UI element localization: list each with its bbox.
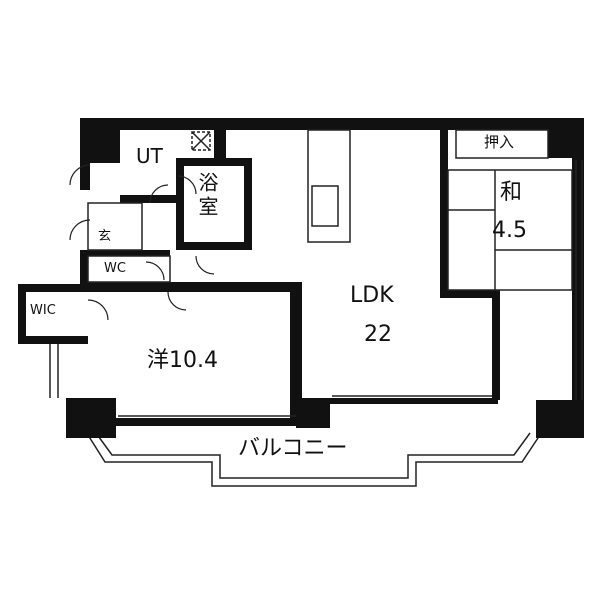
room-label-entrance: 玄: [98, 229, 112, 244]
balcony-outline: [87, 432, 541, 487]
room-label-western: 洋10.4: [147, 348, 218, 373]
room-label-wic: WIC: [30, 303, 56, 318]
doors: [69, 164, 215, 321]
walls: [18, 118, 584, 438]
room-label-wc: WC: [104, 261, 126, 276]
room-label-balcony: バルコニー: [238, 436, 348, 461]
thin-lines: [49, 129, 583, 417]
room-label-japanese-size: 4.5: [492, 218, 527, 243]
room-label-bath: 浴室: [195, 172, 219, 220]
room-label-closet: 押入: [484, 133, 515, 151]
room-label-ldk-size: 22: [364, 322, 392, 347]
room-label-ldk-name: LDK: [350, 283, 394, 308]
room-label-ut: UT: [136, 144, 163, 168]
room-label-japanese-name: 和: [500, 180, 523, 205]
